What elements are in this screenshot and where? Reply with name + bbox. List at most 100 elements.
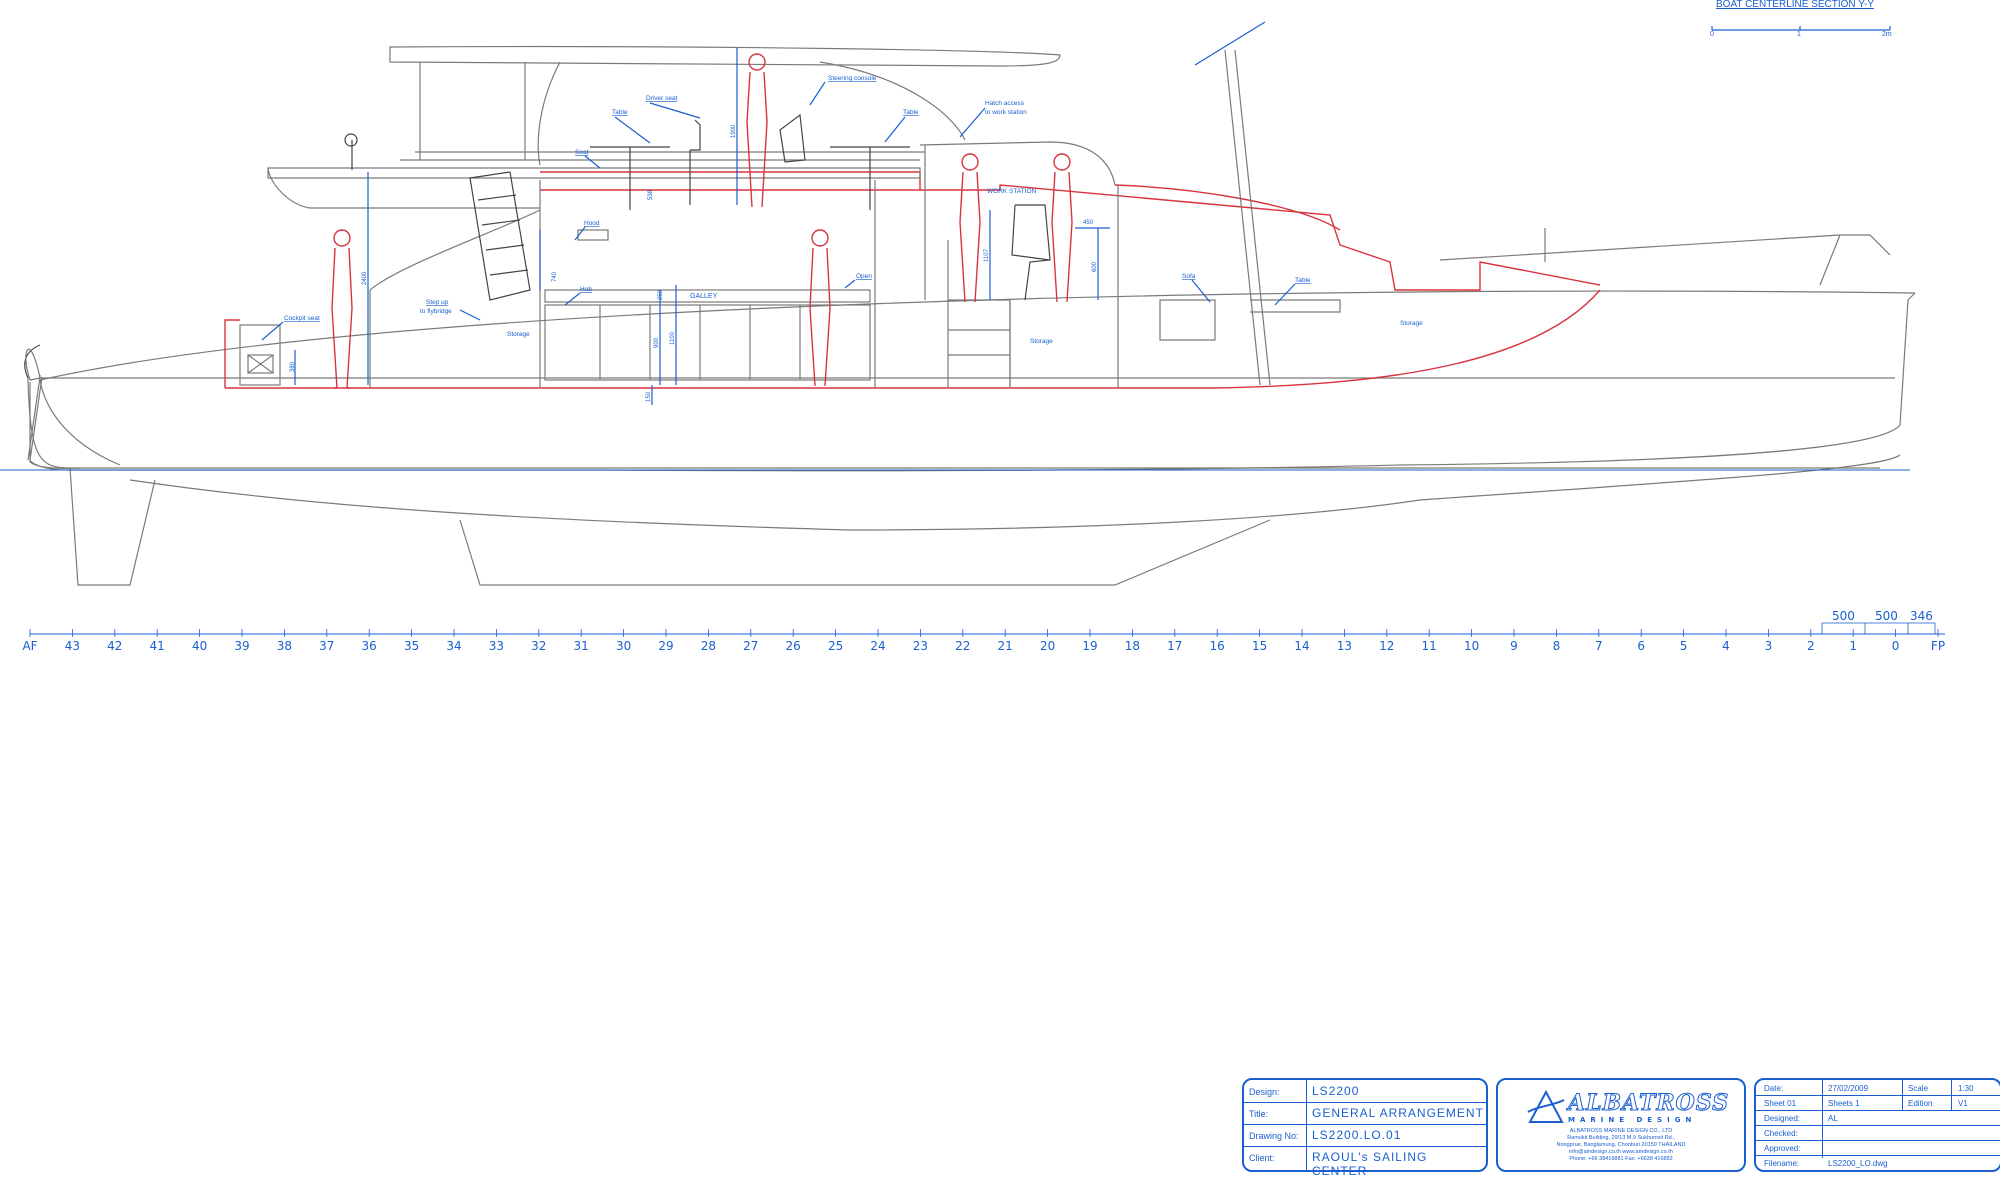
callout-labels: Driver seat Steering console Table Table… [284, 75, 1423, 345]
scale-bar: 0 1 2m [1710, 26, 1892, 38]
label-work-station: WORK STATION [987, 188, 1037, 195]
frame-number: 13 [1337, 639, 1352, 653]
frame-number: 34 [446, 639, 461, 653]
client-label: Client: [1249, 1153, 1275, 1163]
dim-450: 450 [1083, 220, 1094, 226]
sheets-value: Sheets 1 [1828, 1099, 1860, 1108]
frame-number: 33 [489, 639, 504, 653]
label-cockpit-seat: Cockpit seat [284, 315, 320, 322]
edition-value: V1 [1958, 1099, 1968, 1108]
label-storage-fwd: Storage [1400, 320, 1423, 327]
title-block-sheet: Date: 27/02/2009 Scale 1:30 Sheet 01 She… [1754, 1078, 2000, 1172]
callout-leaders [261, 81, 1296, 341]
frame-number: 21 [998, 639, 1013, 653]
designed-value: AL [1828, 1114, 1838, 1123]
scale-bar-one: 1 [1797, 31, 1801, 38]
frame-number: 22 [955, 639, 970, 653]
frame-number: 41 [150, 639, 165, 653]
title-value: GENERAL ARRANGEMENT [1312, 1106, 1484, 1120]
dim-2400: 2400 [362, 271, 368, 285]
frame-number: 8 [1553, 639, 1561, 653]
address-line-4: info@amdesign.co.th www.amdesign.co.th [1569, 1149, 1673, 1155]
figure-workstation-a [959, 153, 981, 303]
edition-label: Edition [1908, 1099, 1933, 1108]
design-value: LS2200 [1312, 1084, 1360, 1098]
label-storage-aft: Storage [507, 331, 530, 338]
scale-bar-zero: 0 [1710, 31, 1714, 38]
figure-flybridge [746, 53, 768, 208]
frame-number: 43 [65, 639, 80, 653]
dim-250: 250 [658, 289, 664, 300]
drawing-no-value: LS2200.LO.01 [1312, 1128, 1402, 1142]
company-name: ALBATROSS [1567, 1090, 1730, 1117]
frame-spacing-3: 346 [1910, 609, 1933, 623]
frame-spacing-2: 500 [1875, 609, 1898, 623]
label-steering-console: Steering console [828, 75, 877, 82]
label-table-saloon: Table [1295, 277, 1311, 284]
frame-number: 6 [1637, 639, 1645, 653]
frame-number: 23 [913, 639, 928, 653]
label-hob: Hob [580, 286, 592, 293]
frame-number: 4 [1722, 639, 1730, 653]
figure-workstation-b [1051, 153, 1073, 303]
frame-number: FP [1931, 639, 1945, 653]
label-galley: GALLEY [690, 293, 718, 300]
dim-600: 600 [1092, 261, 1098, 272]
frame-number: 26 [786, 639, 801, 653]
title-label: Title: [1249, 1109, 1269, 1119]
scale-label: Scale [1908, 1084, 1929, 1093]
frame-number: 29 [658, 639, 673, 653]
title-block-design: Design: LS2200 Title: GENERAL ARRANGEMEN… [1242, 1078, 1488, 1178]
figure-galley [809, 229, 831, 387]
hull-outline [24, 290, 1916, 586]
frame-number: 27 [743, 639, 758, 653]
address-line-1: ALBATROSS MARINE DESIGN CO., LTD [1569, 1128, 1673, 1134]
date-label: Date: [1764, 1084, 1784, 1093]
company-subtitle: MARINE DESIGN [1568, 1116, 1697, 1124]
label-table-fly-aft: Table [612, 109, 628, 116]
dim-538: 538 [648, 189, 654, 200]
frame-number: 25 [828, 639, 843, 653]
date-value: 27/02/2009 [1828, 1084, 1869, 1093]
checked-label: Checked: [1764, 1129, 1798, 1138]
human-figures [331, 53, 1073, 389]
dimension-texts: 1900 538 2400 740 250 900 1100 380 150 4… [290, 124, 1098, 402]
sheet-label: Sheet 01 [1764, 1099, 1797, 1108]
frame-number: 19 [1082, 639, 1097, 653]
frame-number: 28 [701, 639, 716, 653]
frame-number: 42 [107, 639, 122, 653]
label-hood: Hood [584, 220, 600, 227]
frame-number: 9 [1510, 639, 1518, 653]
frame-number: 24 [870, 639, 885, 653]
dim-1107: 1107 [984, 248, 990, 262]
design-label: Design: [1249, 1087, 1280, 1097]
frame-number: 32 [531, 639, 546, 653]
address-line-5: Phone: +66 38416881 Fax: +6638 416882 [1569, 1156, 1673, 1162]
label-sofa: Sofa [1182, 273, 1196, 280]
dim-740: 740 [552, 271, 558, 282]
dim-380: 380 [290, 361, 296, 372]
superstructure [239, 21, 1891, 388]
frame-number: 38 [277, 639, 292, 653]
frame-number: 12 [1379, 639, 1394, 653]
frame-number: 14 [1294, 639, 1309, 653]
label-hatch-access-2: to work station [985, 109, 1027, 116]
frame-number: 16 [1210, 639, 1225, 653]
label-step-up: Step up [426, 299, 449, 306]
frame-number: 2 [1807, 639, 1815, 653]
frame-number: 18 [1125, 639, 1140, 653]
dimension-lines [294, 48, 1110, 405]
filename-value: LS2200_LO.dwg [1828, 1159, 1888, 1168]
frame-number: AF [22, 639, 37, 653]
approved-label: Approved: [1764, 1144, 1801, 1153]
dim-1900: 1900 [731, 124, 737, 138]
address-line-3: Nongprue, Banglamung, Chonburi 20150 THA… [1556, 1142, 1686, 1148]
frame-number: 15 [1252, 639, 1267, 653]
frame-number: 37 [319, 639, 334, 653]
label-seat: Seat [575, 149, 589, 156]
frame-number: 7 [1595, 639, 1603, 653]
client-value: RAOUL's SAILING CENTER [1312, 1150, 1428, 1178]
filename-label: Filename: [1764, 1159, 1800, 1168]
